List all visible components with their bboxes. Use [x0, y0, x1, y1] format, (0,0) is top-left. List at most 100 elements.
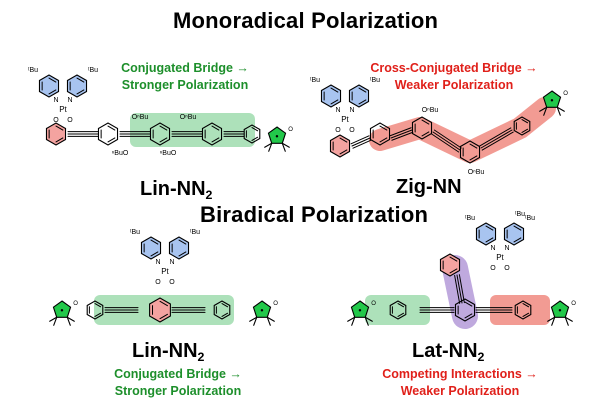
double-bond [94, 303, 102, 308]
double-bond [522, 303, 530, 308]
lin-bottom-description: Conjugated Bridge → Stronger Polarizatio… [114, 367, 242, 398]
methyl-bond [364, 316, 373, 322]
oxygen-label: O [335, 127, 341, 134]
double-bond [221, 312, 229, 317]
zig-description: Cross-Conjugated Bridge → Weaker Polariz… [370, 61, 538, 92]
phenyl-ring [454, 298, 476, 322]
butoxy-label: OⁿBu [180, 114, 197, 121]
tbutyl-label: ᵗBu [515, 211, 525, 218]
oxygen-label: O [169, 279, 175, 286]
phenyl-ring [86, 300, 104, 320]
methyl-bond [543, 106, 548, 116]
methyl-bond [564, 316, 569, 326]
lin-top-label: Lin-NN2 [140, 178, 213, 203]
oxygen-label: O [67, 117, 73, 124]
methyl-bond [49, 316, 58, 322]
phenyl-ring [201, 122, 223, 146]
alkyne-bond [391, 131, 414, 141]
tbutyl-label: ᵗBu [130, 229, 140, 236]
phenyl-ring [411, 116, 433, 140]
radical-dot: • [358, 305, 361, 315]
double-bond [421, 131, 430, 137]
double-bond [521, 119, 529, 124]
oxygen-label: O [288, 127, 293, 133]
lat-description: Competing Interactions → Weaker Polariza… [382, 367, 538, 398]
double-bond [330, 99, 339, 105]
methyl-bond [551, 316, 556, 326]
nitrogen-label: N [349, 107, 354, 114]
phenyl-ring [389, 300, 407, 320]
double-bond [107, 125, 116, 131]
butoxy-label: ⁿBuO [160, 150, 177, 157]
double-bond [330, 87, 339, 93]
nitrogen-label: N [335, 107, 340, 114]
nitrogen-label: N [155, 259, 160, 266]
radical-dot: • [558, 305, 561, 315]
oxygen-label: O [563, 91, 568, 97]
oxygen-label: O [371, 301, 376, 307]
nitrogen-label: N [490, 245, 495, 252]
methyl-bond [564, 316, 573, 322]
radical-dot: • [275, 131, 278, 141]
double-bond [55, 125, 64, 131]
double-bond [449, 256, 458, 262]
lat-label: Lat-NN2 [412, 340, 485, 365]
nitronyl-lin-bottom-right [252, 300, 272, 318]
double-bond [358, 87, 367, 93]
alkyne-bridge [351, 137, 371, 147]
alkyne-bond [458, 274, 465, 304]
double-bond [94, 312, 102, 317]
platinum-label: Pt [341, 115, 349, 124]
double-bond [397, 312, 405, 317]
methyl-bond [66, 316, 71, 326]
phenyl-ring [369, 122, 391, 146]
butoxy-label: OⁿBu [132, 114, 149, 121]
lin-bottom-label: Lin-NN2 [132, 340, 205, 365]
methyl-bond [364, 316, 369, 326]
double-bond [178, 251, 187, 257]
double-bond [358, 99, 367, 105]
tbutyl-label: ᵗBu [310, 77, 320, 84]
double-bond [379, 125, 388, 131]
phenyl-ring [513, 116, 531, 136]
double-bond [449, 268, 458, 274]
methyl-bond [281, 142, 290, 148]
alkyne-bond [352, 139, 372, 149]
double-bond [107, 137, 116, 143]
tbutyl-label: ᵗBu [88, 67, 98, 74]
methyl-bond [266, 316, 275, 322]
double-bond [150, 239, 159, 245]
double-bond [251, 136, 259, 141]
methyl-bond [351, 316, 356, 326]
oxygen-label: O [273, 301, 278, 307]
methyl-bond [347, 316, 356, 322]
double-bond [397, 303, 405, 308]
double-bond [469, 155, 478, 161]
methyl-bond [266, 316, 271, 326]
methyl-bond [249, 316, 258, 322]
radical-dot: • [260, 305, 263, 315]
oxygen-label: O [490, 265, 496, 272]
conjugated-highlight [130, 113, 255, 147]
double-bond [339, 149, 348, 155]
methyl-bond [281, 142, 286, 152]
platinum-label: Pt [59, 105, 67, 114]
double-bond [221, 303, 229, 308]
double-bond [211, 137, 220, 143]
biradical-title: Biradical Polarization [200, 202, 429, 227]
tbutyl-label: ᵗBu [370, 77, 380, 84]
double-bond [464, 301, 473, 307]
nitrogen-label: N [504, 245, 509, 252]
radical-dot: • [550, 95, 553, 105]
oxygen-label: O [155, 279, 161, 286]
double-bond [485, 237, 494, 243]
double-bond [339, 137, 348, 143]
methyl-bond [253, 316, 258, 326]
double-bond [159, 313, 168, 320]
platinum-label: Pt [496, 253, 504, 262]
double-bond [485, 225, 494, 231]
alkyne-bond [389, 127, 412, 137]
double-bond [522, 312, 530, 317]
alkyne-bond [350, 135, 370, 145]
double-bond [48, 77, 57, 83]
